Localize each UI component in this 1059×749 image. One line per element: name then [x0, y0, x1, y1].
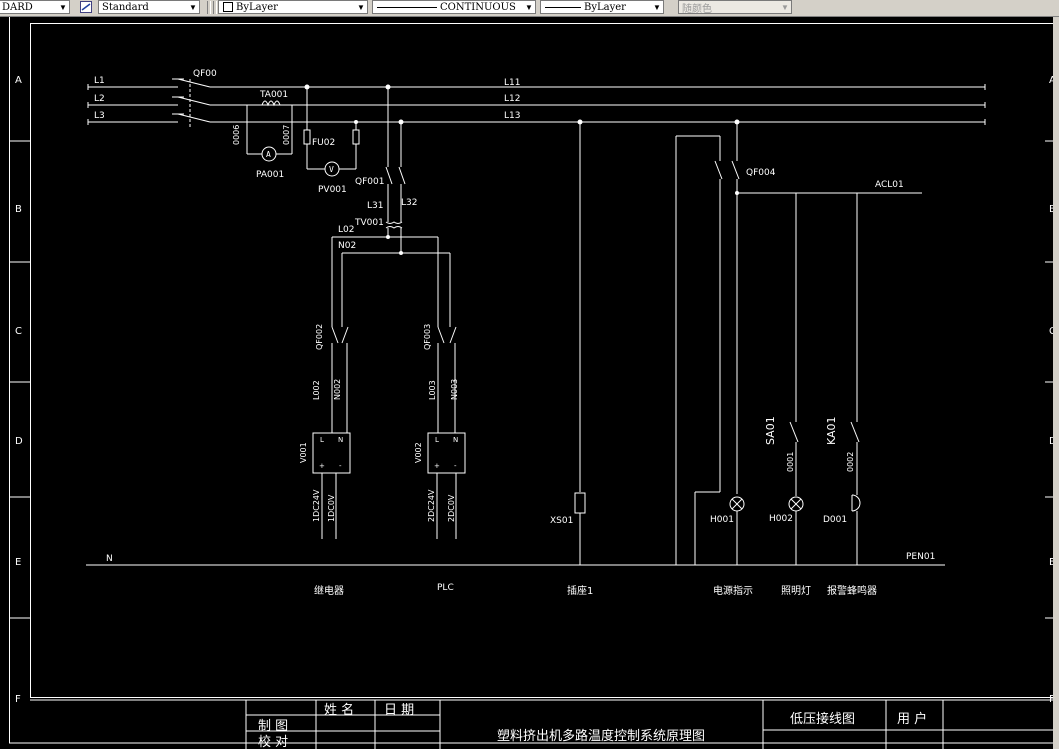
chevron-down-icon: ▼: [357, 2, 365, 12]
dim-style-dropdown[interactable]: Standard ▼: [98, 0, 200, 14]
qf00-breaker: [172, 78, 211, 127]
meter-symbols: A V: [266, 150, 334, 174]
plot-style-value: 随颜色: [682, 3, 712, 14]
ta001-ct: [246, 100, 293, 162]
v002-box: [427, 432, 466, 474]
xs01-socket: [574, 122, 586, 565]
chevron-down-icon: ▼: [653, 2, 661, 12]
inner-frame: [30, 23, 1053, 698]
properties-toolbar: DARD ▼ Standard ▼ ByLayer ▼ CONTINUOUS ▼…: [0, 0, 1059, 17]
fu02-voltmeter: [303, 87, 360, 177]
color-value: ByLayer: [236, 1, 278, 13]
toolbar-separator: [207, 1, 211, 14]
junction-dots: [304, 84, 740, 255]
text-style-dropdown[interactable]: DARD ▼: [0, 0, 70, 14]
chevron-down-icon: ▼: [189, 2, 197, 12]
linetype-preview-icon: [377, 6, 437, 8]
outer-frame: [9, 17, 1053, 744]
right-branch: [675, 122, 922, 565]
drawing-canvas[interactable]: A V: [0, 17, 1053, 749]
v001-box: [312, 432, 351, 474]
dim-style-icon: [80, 1, 92, 13]
color-swatch-icon: [223, 2, 233, 12]
color-dropdown[interactable]: ByLayer ▼: [218, 0, 368, 14]
qf002-qf003: [312, 326, 466, 539]
chevron-down-icon: ▼: [781, 2, 789, 12]
dim-style-value: Standard: [102, 1, 149, 13]
title-block-lines: [30, 699, 1053, 749]
svg-text:V: V: [329, 165, 334, 174]
svg-text:A: A: [266, 150, 271, 159]
lineweight-preview-icon: [545, 6, 581, 8]
qf001-tv001: [331, 87, 451, 327]
plot-style-dropdown[interactable]: 随颜色 ▼: [678, 0, 792, 14]
linetype-dropdown[interactable]: CONTINUOUS ▼: [372, 0, 536, 14]
chevron-down-icon: ▼: [59, 2, 67, 12]
toolbar-separator: [213, 1, 217, 14]
lineweight-dropdown[interactable]: ByLayer ▼: [540, 0, 664, 14]
vertical-scrollbar[interactable]: [1053, 17, 1059, 749]
text-style-value: DARD: [2, 1, 33, 13]
bus-lines: [86, 84, 986, 566]
lineweight-value: ByLayer: [584, 1, 626, 13]
linetype-value: CONTINUOUS: [440, 1, 516, 13]
row-ticks: [9, 140, 1053, 619]
chevron-down-icon: ▼: [525, 2, 533, 12]
